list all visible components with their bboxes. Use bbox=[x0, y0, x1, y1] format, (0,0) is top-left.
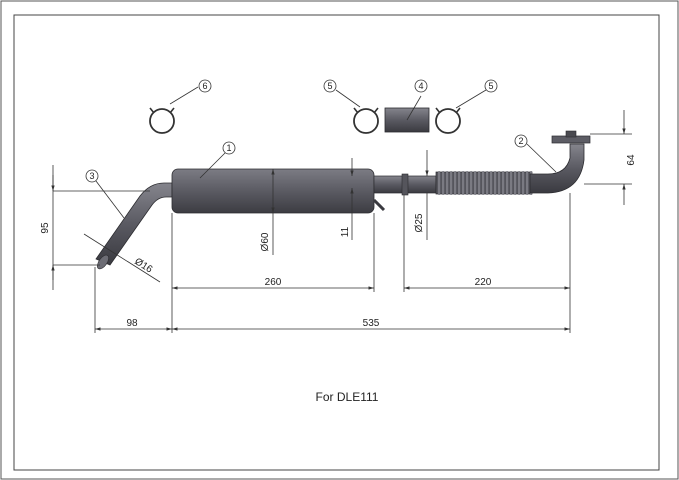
part-clamp-5a bbox=[335, 89, 379, 134]
flex-rib bbox=[498, 171, 501, 195]
dim-outlet-height: 64 bbox=[584, 110, 637, 205]
balloon-2: 2 bbox=[514, 134, 557, 173]
flex-rib bbox=[446, 171, 449, 195]
dim-inlet-offset: 98 bbox=[95, 318, 172, 331]
dim-muffler-diameter: Ø60 bbox=[260, 169, 275, 255]
flex-rib bbox=[486, 171, 489, 195]
flex-rib bbox=[514, 171, 517, 195]
connecting-pipe bbox=[373, 173, 437, 196]
flex-rib bbox=[490, 171, 493, 195]
svg-text:3: 3 bbox=[89, 171, 94, 181]
flex-rib bbox=[454, 171, 457, 195]
flex-rib bbox=[462, 171, 465, 195]
part-sleeve-4 bbox=[384, 95, 430, 133]
svg-text:95: 95 bbox=[40, 222, 51, 234]
flex-rib bbox=[522, 171, 525, 195]
flex-rib bbox=[502, 171, 505, 195]
flex-rib bbox=[438, 171, 441, 195]
outlet-bend-flange bbox=[529, 130, 591, 194]
svg-text:11: 11 bbox=[340, 226, 351, 237]
svg-text:535: 535 bbox=[363, 318, 380, 329]
part-clamp-5b bbox=[435, 89, 487, 134]
svg-text:Ø16: Ø16 bbox=[132, 256, 154, 276]
balloon-6: 6 bbox=[198, 79, 212, 93]
flex-rib bbox=[494, 171, 497, 195]
flex-rib bbox=[506, 171, 509, 195]
balloon-1: 1 bbox=[199, 141, 236, 179]
flex-rib bbox=[510, 171, 513, 195]
flex-pipe bbox=[435, 171, 533, 195]
balloon-5b: 5 bbox=[484, 79, 498, 93]
flex-rib bbox=[466, 171, 469, 195]
balloon-3: 3 bbox=[85, 169, 125, 219]
sheet-inner-border bbox=[13, 14, 660, 471]
flex-rib bbox=[450, 171, 453, 195]
flex-rib bbox=[518, 171, 521, 195]
dim-overall-length: 535 bbox=[172, 318, 570, 331]
dim-small-11: 11 bbox=[340, 158, 354, 240]
svg-text:2: 2 bbox=[518, 136, 523, 146]
flex-rib bbox=[458, 171, 461, 195]
flex-rib bbox=[482, 171, 485, 195]
svg-text:220: 220 bbox=[475, 277, 492, 288]
svg-text:6: 6 bbox=[202, 81, 207, 91]
flex-rib bbox=[442, 171, 445, 195]
flex-rib bbox=[478, 171, 481, 195]
svg-text:1: 1 bbox=[226, 143, 231, 153]
balloon-5a: 5 bbox=[323, 79, 337, 93]
svg-text:Ø25: Ø25 bbox=[414, 213, 425, 232]
flex-rib bbox=[474, 171, 477, 195]
svg-text:5: 5 bbox=[327, 81, 332, 91]
dim-pipe-diameter: Ø25 bbox=[414, 150, 429, 240]
svg-text:4: 4 bbox=[418, 81, 423, 91]
svg-text:64: 64 bbox=[626, 154, 637, 166]
drawing-caption: For DLE111 bbox=[316, 390, 379, 404]
balloon-4: 4 bbox=[414, 79, 428, 93]
svg-text:98: 98 bbox=[126, 318, 138, 329]
dim-flex-length: 220 bbox=[404, 277, 570, 290]
flex-rib bbox=[470, 171, 473, 195]
part-clamp-6 bbox=[149, 86, 199, 134]
svg-text:5: 5 bbox=[488, 81, 493, 91]
flex-rib bbox=[526, 171, 529, 195]
dim-inlet-height: 95 bbox=[40, 165, 150, 290]
svg-text:Ø60: Ø60 bbox=[260, 232, 271, 251]
inlet-bend-pipe bbox=[95, 182, 173, 270]
dim-muffler-length: 260 bbox=[172, 277, 374, 290]
svg-text:260: 260 bbox=[265, 277, 282, 288]
